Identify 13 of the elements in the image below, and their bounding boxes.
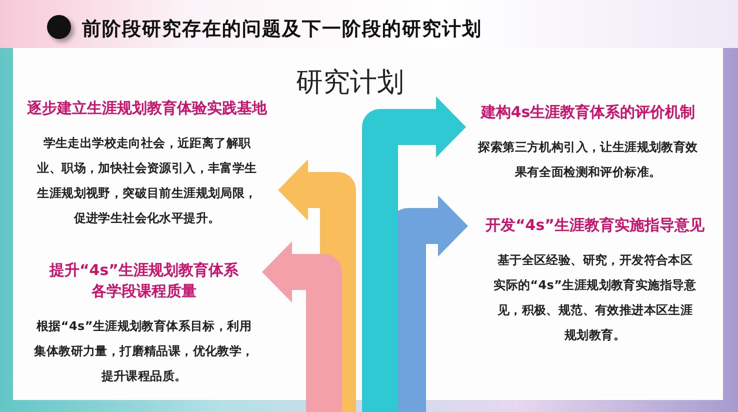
paragraph: 基于全区经验、研究，开发符合本区实际的“4s”生涯规划教育实施指导意见，积极、规范、有效推进本区生涯规划教育。: [492, 252, 698, 344]
heading: 建构4s生涯教育体系的评价机制: [479, 102, 696, 123]
title: 前阶段研究存在的问题及下一阶段的研究计划: [82, 17, 482, 42]
arrow: [278, 159, 356, 412]
arrow: [362, 96, 466, 412]
heading: 研究计划: [295, 66, 405, 100]
paragraph: 学生走出学校走向社会，近距离了解职业、职场，加快社会资源引入，丰富学生生涯规划视野，突破目前生涯规划局限，促进学生社会化水平提升。: [36, 135, 258, 227]
heading: 提升“4s”生涯规划教育体系各学段课程质量: [48, 260, 240, 302]
heading: 逐步建立生涯规划教育体验实践基地: [26, 98, 268, 119]
paragraph: 根据“4s”生涯规划教育体系目标，利用集体教研力量，打磨精品课，优化教学，提升课程品质。: [33, 318, 255, 385]
heading: 开发“4s”生涯教育实施指导意见: [484, 215, 706, 236]
paragraph: 探索第三方机构引入，让生涯规划教育效果有全面检测和评价标准。: [476, 139, 699, 181]
arrow: [262, 241, 342, 412]
